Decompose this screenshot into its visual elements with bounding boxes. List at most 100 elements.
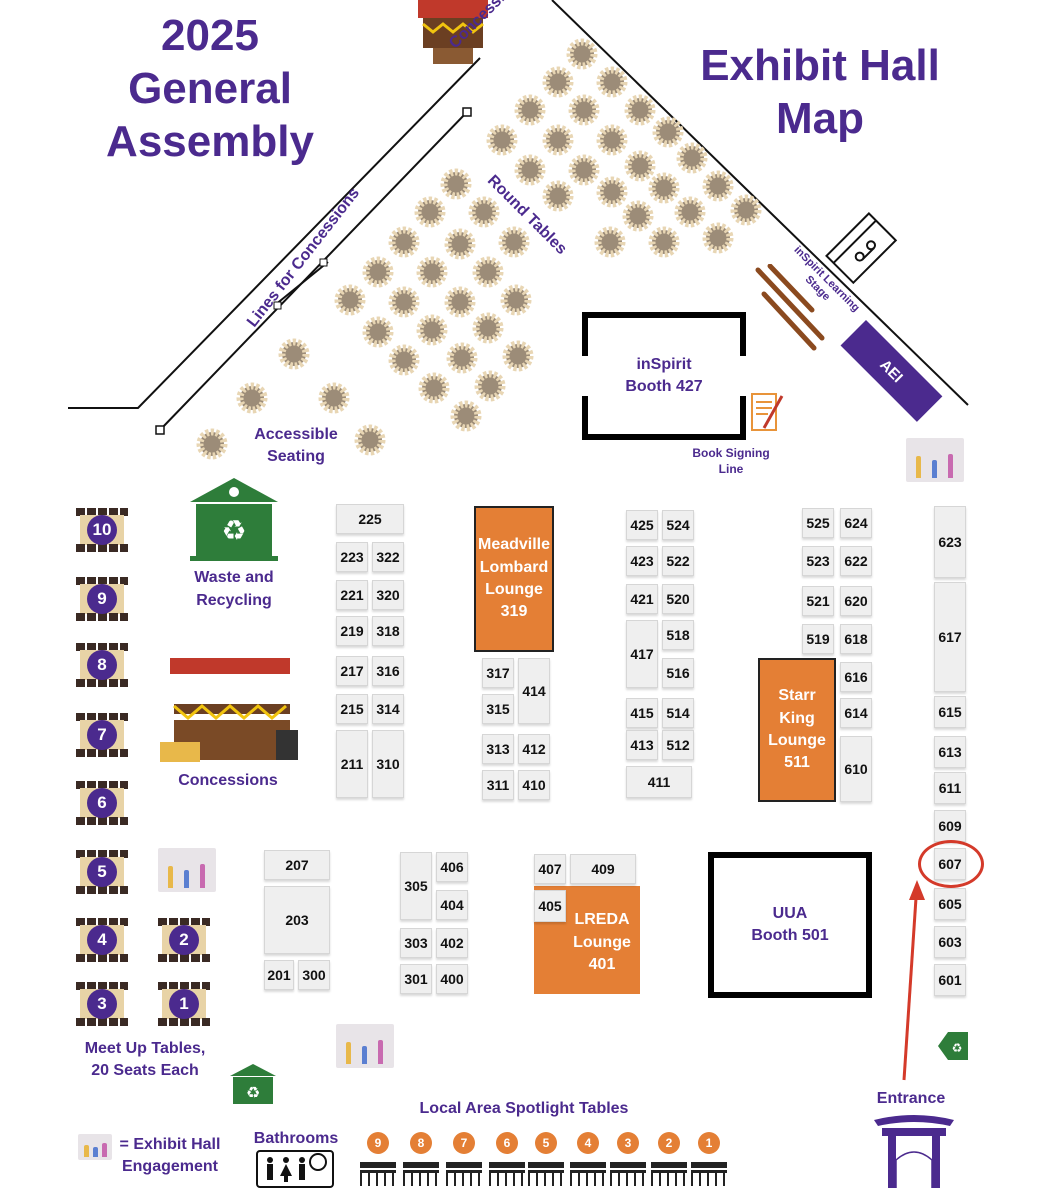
booth-207[interactable]: 207: [264, 850, 330, 880]
starr-king-lounge-511[interactable]: Starr King Lounge 511: [758, 658, 836, 802]
booth-314[interactable]: 314: [372, 694, 404, 724]
booth-318[interactable]: 318: [372, 616, 404, 646]
meetup-table[interactable]: 4: [76, 918, 128, 962]
booth-315[interactable]: 315: [482, 694, 514, 724]
stage-benches: [752, 263, 832, 354]
booth-614[interactable]: 614: [840, 698, 872, 728]
meadville-lombard-lounge-319[interactable]: Meadville Lombard Lounge 319: [474, 506, 554, 652]
booth-217[interactable]: 217: [336, 656, 368, 686]
booth-615[interactable]: 615: [934, 696, 966, 728]
booth-317[interactable]: 317: [482, 658, 514, 688]
booth-616[interactable]: 616: [840, 662, 872, 692]
booth-618[interactable]: 618: [840, 624, 872, 654]
booth-203[interactable]: 203: [264, 886, 330, 954]
meetup-table[interactable]: 2: [158, 918, 210, 962]
exhibit-engagement-icon: [336, 1024, 394, 1068]
spotlight-table[interactable]: 4: [568, 1132, 608, 1188]
spotlight-table[interactable]: 7: [444, 1132, 484, 1188]
spotlight-table[interactable]: 6: [487, 1132, 527, 1188]
booth-400[interactable]: 400: [436, 964, 468, 994]
booth-609[interactable]: 609: [934, 810, 966, 842]
booth-310[interactable]: 310: [372, 730, 404, 798]
label-meetup-tables: Meet Up Tables, 20 Seats Each: [84, 1040, 206, 1080]
booth-313[interactable]: 313: [482, 734, 514, 764]
title-exhibit-hall-map: Exhibit Hall Map: [700, 41, 940, 143]
booth-303[interactable]: 303: [400, 928, 432, 958]
booth-610[interactable]: 610: [840, 736, 872, 802]
booth-605[interactable]: 605: [934, 888, 966, 920]
concessions-stand-top-icon: [398, 0, 498, 70]
booth-423[interactable]: 423: [626, 546, 658, 576]
spotlight-table[interactable]: 3: [608, 1132, 648, 1188]
booth-409[interactable]: 409: [570, 854, 636, 884]
label-bathrooms: Bathrooms: [253, 1130, 339, 1147]
booth-425[interactable]: 425: [626, 510, 658, 540]
booth-521[interactable]: 521: [802, 586, 834, 616]
booth-601[interactable]: 601: [934, 964, 966, 996]
booth-404[interactable]: 404: [436, 890, 468, 920]
booth-620[interactable]: 620: [840, 586, 872, 616]
booth-305[interactable]: 305: [400, 852, 432, 920]
booth-407[interactable]: 407: [534, 854, 566, 884]
booth-211[interactable]: 211: [336, 730, 368, 798]
meetup-table[interactable]: 1: [158, 982, 210, 1026]
booth-225[interactable]: 225: [336, 504, 404, 534]
booth-514[interactable]: 514: [662, 698, 694, 728]
booth-311[interactable]: 311: [482, 770, 514, 800]
booth-219[interactable]: 219: [336, 616, 368, 646]
meetup-table[interactable]: 10: [76, 508, 128, 552]
booth-617[interactable]: 617: [934, 582, 966, 692]
booth-406[interactable]: 406: [436, 852, 468, 882]
booth-402[interactable]: 402: [436, 928, 468, 958]
booth-413[interactable]: 413: [626, 730, 658, 760]
booth-410[interactable]: 410: [518, 770, 550, 800]
booth-300[interactable]: 300: [298, 960, 330, 990]
spotlight-table[interactable]: 1: [689, 1132, 729, 1188]
meetup-table[interactable]: 9: [76, 577, 128, 621]
booth-524[interactable]: 524: [662, 510, 694, 540]
spotlight-table[interactable]: 9: [358, 1132, 398, 1188]
booth-316[interactable]: 316: [372, 656, 404, 686]
meetup-table[interactable]: 3: [76, 982, 128, 1026]
booth-523[interactable]: 523: [802, 546, 834, 576]
booth-412[interactable]: 412: [518, 734, 550, 764]
meetup-table[interactable]: 5: [76, 850, 128, 894]
booth-611[interactable]: 611: [934, 772, 966, 804]
booth-301[interactable]: 301: [400, 964, 432, 994]
booth-520[interactable]: 520: [662, 584, 694, 614]
booth-518[interactable]: 518: [662, 620, 694, 650]
uua-booth-501[interactable]: UUA Booth 501: [708, 852, 872, 998]
booth-322[interactable]: 322: [372, 542, 404, 572]
booth-415[interactable]: 415: [626, 698, 658, 728]
booth-624[interactable]: 624: [840, 508, 872, 538]
booth-525[interactable]: 525: [802, 508, 834, 538]
booth-522[interactable]: 522: [662, 546, 694, 576]
booth-414[interactable]: 414: [518, 658, 550, 724]
booth-411[interactable]: 411: [626, 766, 692, 798]
booth-613[interactable]: 613: [934, 736, 966, 768]
spotlight-table[interactable]: 5: [526, 1132, 566, 1188]
meetup-table[interactable]: 6: [76, 781, 128, 825]
booth-519[interactable]: 519: [802, 624, 834, 654]
booth-421[interactable]: 421: [626, 584, 658, 614]
spotlight-table[interactable]: 2: [649, 1132, 689, 1188]
meetup-table[interactable]: 8: [76, 643, 128, 687]
spotlight-table[interactable]: 8: [401, 1132, 441, 1188]
recycling-small-icon: ♻: [228, 1062, 278, 1108]
label-waste-recycling: Waste and Recycling: [194, 569, 274, 610]
booth-622[interactable]: 622: [840, 546, 872, 576]
meetup-table[interactable]: 7: [76, 713, 128, 757]
booth-221[interactable]: 221: [336, 580, 368, 610]
legend-engagement-label: = Exhibit Hall Engagement: [119, 1136, 221, 1176]
booth-516[interactable]: 516: [662, 658, 694, 688]
booth-201[interactable]: 201: [264, 960, 294, 990]
booth-320[interactable]: 320: [372, 580, 404, 610]
booth-223[interactable]: 223: [336, 542, 368, 572]
booth-215[interactable]: 215: [336, 694, 368, 724]
booth-603[interactable]: 603: [934, 926, 966, 958]
booth-405[interactable]: 405: [534, 890, 566, 922]
booth-512[interactable]: 512: [662, 730, 694, 760]
booth-623[interactable]: 623: [934, 506, 966, 578]
booth-417[interactable]: 417: [626, 620, 658, 688]
